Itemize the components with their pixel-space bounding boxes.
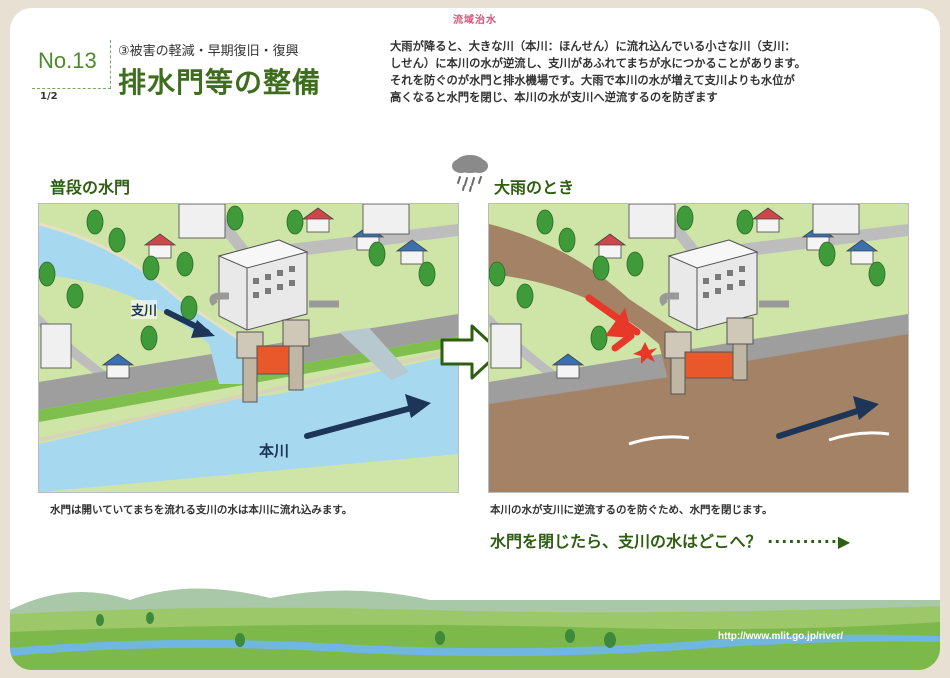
flood-illustration [488, 203, 909, 493]
number-box [32, 40, 111, 89]
info-card: 流域治水 No.13 1/2 ③被害の軽減・早期復旧・復興 排水門等の整備 大雨… [10, 8, 940, 670]
rain-cloud-icon [452, 155, 488, 192]
page-indicator: 1/2 [40, 91, 58, 102]
footer-url: http://www.mlit.go.jp/river/ [718, 631, 844, 642]
transition-arrow-icon [440, 324, 502, 380]
flood-caption: 本川の水が支川に逆流するのを防ぐため、水門を閉じます。 [490, 504, 773, 516]
description-line: 大雨が降ると、大きな川（本川：ほんせん）に流れ込んでいる小さな川（支川： [390, 40, 796, 53]
description-line: しせん）に本川の水が逆流し、支川があふれてまちが水につかることがあります。 [390, 57, 806, 70]
flood-heading: 大雨のとき [494, 178, 575, 197]
description-line: それを防ぐのが水門と排水機場です。大雨で本川の水が増えて支川よりも水位が [390, 74, 795, 87]
dotted-arrow-icon: ··········▶ [767, 532, 852, 551]
question-label: 水門を閉じたら、支川の水はどこへ？ [490, 532, 762, 551]
normal-heading: 普段の水門 [50, 178, 131, 197]
page-subtitle: ③被害の軽減・早期復旧・復興 [118, 44, 299, 59]
page-title: 排水門等の整備 [118, 66, 322, 99]
normal-illustration: 支川 本川 [38, 203, 459, 493]
description: 大雨が降ると、大きな川（本川：ほんせん）に流れ込んでいる小さな川（支川： しせん… [390, 38, 870, 106]
tributary-label: 支川 [131, 300, 158, 319]
category-tag: 流域治水 [453, 15, 497, 26]
description-line: 高くなると水門を閉じ、本川の水が支川へ逆流するのを防ぎます [390, 91, 718, 104]
sheet-number: No.13 [38, 48, 97, 73]
question-text: 水門を閉じたら、支川の水はどこへ？ ··········▶ [490, 528, 851, 552]
landscape-banner [10, 588, 940, 670]
main-river-label: 本川 [259, 442, 290, 460]
normal-caption: 水門は開いていてまちを流れる支川の水は本川に流れ込みます。 [50, 504, 353, 516]
